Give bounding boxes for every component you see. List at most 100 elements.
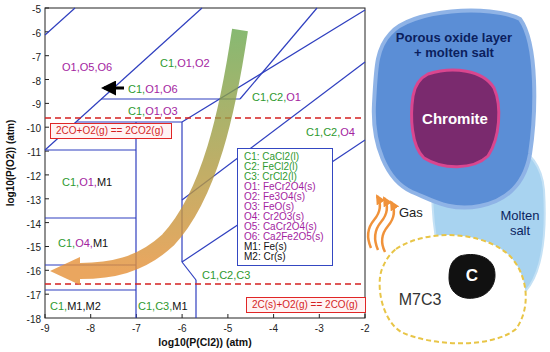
- tick-label: -12: [27, 171, 41, 182]
- label-holder: C1,C2,O4: [306, 124, 355, 138]
- label-holder: -16: [0, 263, 41, 277]
- label-part: ,: [160, 83, 163, 95]
- label-holder: -5: [208, 320, 248, 334]
- label-holder: C1,O1,O3: [128, 103, 178, 117]
- label-part: C2: [219, 269, 233, 281]
- phase-boundary: [45, 217, 136, 218]
- tick-label: -6: [32, 28, 41, 39]
- gas-label: Gas: [399, 205, 423, 220]
- label-part: O1: [145, 105, 160, 117]
- carbon-core: C: [446, 252, 498, 300]
- tick-label: -6: [178, 323, 187, 334]
- tick-label: -18: [27, 314, 41, 325]
- plot-frame: [45, 8, 365, 318]
- legend-entry: O1: FeCr2O4(s): [244, 182, 316, 192]
- label-part: M1: [97, 176, 112, 188]
- label-part: O1: [177, 57, 192, 69]
- tick-label: -14: [27, 219, 41, 230]
- tick-label: -16: [27, 266, 41, 277]
- reduction-path-head: [50, 257, 80, 285]
- tick-label: -17: [27, 290, 41, 301]
- text-holder: Porous oxide layer + molten salt: [392, 30, 516, 60]
- reaction-box: 2CO+O2(g) == 2CO2(g): [50, 123, 172, 139]
- label-holder: O1,O5,O6: [62, 59, 112, 73]
- label-part: M1: [172, 300, 187, 312]
- text-holder: M7C3: [390, 290, 450, 309]
- label-part: M2: [85, 300, 100, 312]
- tick-label: -4: [269, 323, 278, 334]
- phase-boundaries: [45, 8, 365, 318]
- label-holder: C1,O1,O2: [160, 55, 210, 69]
- legend-entry: O6: Ca2Fe2O5(s): [244, 232, 323, 242]
- label-holder: C1,M1,M2: [50, 298, 101, 312]
- tick-label: -7: [32, 52, 41, 63]
- label-holder: -14: [0, 216, 41, 230]
- oxide-layer-region: Porous oxide layer + molten saltChromite: [370, 4, 538, 216]
- label-part: ,: [320, 126, 323, 138]
- phase-boundary: [45, 289, 136, 290]
- region-text: Molten salt: [494, 208, 546, 238]
- tick-label: -5: [223, 323, 232, 334]
- region-text: Porous oxide layer + molten salt: [392, 30, 516, 60]
- label-part: ,: [233, 269, 236, 281]
- label-part: ,: [90, 237, 93, 249]
- legend-entry: 2C(s)+O2(g) == 2CO(g): [252, 299, 358, 311]
- region-shape: [380, 235, 526, 343]
- label-part: ,: [192, 57, 195, 69]
- reduction-path-body: [80, 30, 240, 271]
- label-part: C1: [128, 105, 142, 117]
- phase-field-label: C1,C2,O1: [252, 91, 301, 103]
- phase-boundary: [240, 8, 317, 99]
- phase-field-label: C1,O1,M1: [62, 176, 112, 188]
- tick-label: -11: [27, 147, 41, 158]
- label-part: C3: [236, 269, 250, 281]
- label-part: C1: [306, 126, 320, 138]
- region-text: M7C3: [390, 290, 450, 309]
- label-part: O5: [80, 61, 95, 73]
- label-part: ,: [94, 176, 97, 188]
- tick-label: -13: [27, 195, 41, 206]
- label-holder: -2: [345, 320, 385, 334]
- label-part: C1: [128, 83, 142, 95]
- gas-arrow: [382, 202, 394, 252]
- label-holder: -4: [254, 320, 294, 334]
- text-holder: Molten salt: [494, 208, 546, 238]
- label-holder: -18: [0, 311, 41, 325]
- label-part: ,: [174, 57, 177, 69]
- phase-field-label: C1,O4,M1: [58, 237, 108, 249]
- gas-arrows: [368, 196, 394, 252]
- phase-field-label: C1,C2,C3: [202, 269, 250, 281]
- label-part: O6: [98, 61, 113, 73]
- label-part: ,: [337, 126, 340, 138]
- label-part: O2: [195, 57, 210, 69]
- label-holder: -6: [162, 320, 202, 334]
- phase-boundary: [182, 262, 196, 280]
- label-part: ,: [142, 83, 145, 95]
- reaction-box: 2C(s)+O2(g) == 2CO(g): [246, 297, 366, 313]
- label-holder: -17: [0, 287, 41, 301]
- label-holder: -8: [0, 73, 41, 87]
- label-part: O3: [163, 105, 178, 117]
- label-part: ,: [77, 61, 80, 73]
- axis-title: log10(P(O2)) (atm): [5, 120, 16, 207]
- label-holder: -3: [299, 320, 339, 334]
- tick-marks: [45, 8, 365, 318]
- legend-entry: O5: CaCr2O4(s): [244, 222, 317, 232]
- label-part: ,: [76, 176, 79, 188]
- label-part: O1: [145, 83, 160, 95]
- label-holder: C1,O1,M1: [62, 174, 112, 188]
- label-part: ,: [283, 91, 286, 103]
- legend-box: C1: CaCl2(l)C2: FeCl2(l)C3: CrCl2(l)O1: …: [237, 148, 333, 266]
- region-text: Chromite: [408, 110, 502, 128]
- tick-label: -9: [41, 323, 50, 334]
- tick-label: -8: [32, 76, 41, 87]
- phase-field-label: C1,O1,O3: [128, 105, 178, 117]
- phase-field-label: C1,O1,O6: [128, 83, 178, 95]
- tick-label: -5: [32, 4, 41, 15]
- label-holder: C1,O1,O6: [128, 81, 178, 95]
- label-part: O1: [79, 176, 94, 188]
- label-holder: -15: [0, 239, 41, 253]
- label-part: C1: [58, 237, 72, 249]
- phase-boundary: [195, 280, 196, 318]
- label-holder: -7: [0, 49, 41, 63]
